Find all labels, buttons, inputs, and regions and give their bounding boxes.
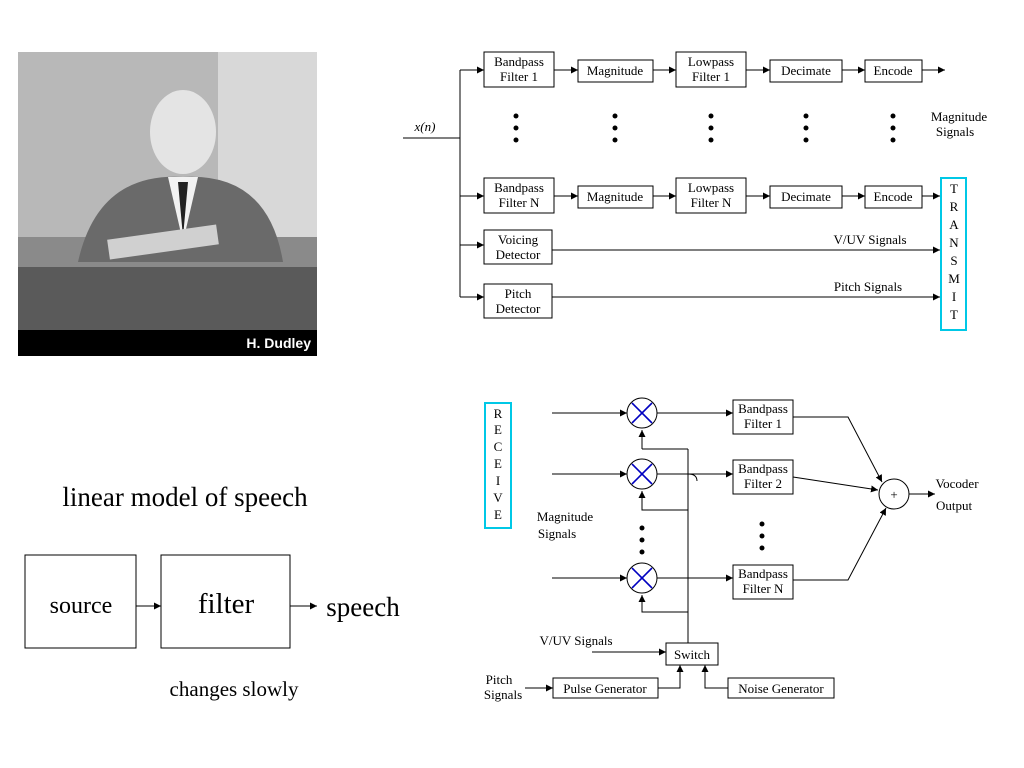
multiplier-icons	[631, 402, 653, 589]
magn-label: Magnitude	[587, 189, 644, 204]
analyzer	[403, 51, 967, 331]
mag-signals-line1: Magnitude	[931, 109, 988, 124]
source-label: source	[50, 593, 113, 619]
svg-text:E: E	[494, 456, 502, 471]
vocoder-output-line1: Vocoder	[935, 476, 979, 491]
dudley-photo: H. Dudley	[18, 52, 317, 356]
encode-1-box	[864, 59, 923, 83]
svg-text:C: C	[494, 439, 503, 454]
bpn-line2: Filter N	[499, 195, 540, 210]
lpn-line1: Lowpass	[688, 180, 734, 195]
decimate-n-box	[769, 185, 843, 209]
decn-label: Decimate	[781, 189, 831, 204]
lp1-line2: Filter 1	[692, 69, 730, 84]
synthesizer	[484, 397, 935, 699]
noise-generator-label: Noise Generator	[738, 681, 824, 696]
sbp1-line1: Bandpass	[738, 401, 788, 416]
pitch-detector-box	[483, 283, 553, 319]
svg-text:A: A	[949, 217, 959, 232]
bp1-line2: Filter 1	[500, 69, 538, 84]
encn-label: Encode	[874, 189, 913, 204]
linear-model	[24, 554, 317, 649]
voicing-detector-box	[483, 229, 553, 265]
synth-pitch-line1: Pitch	[486, 672, 513, 687]
voicing-line2: Detector	[496, 247, 541, 262]
sbp1-line2: Filter 1	[744, 416, 782, 431]
mag-signals-line2: Signals	[936, 124, 974, 139]
summer-plus: +	[890, 487, 897, 502]
filter-label: filter	[198, 588, 255, 620]
sbp2-line2: Filter 2	[744, 476, 782, 491]
filter-box	[160, 554, 291, 649]
synth-vuv-label: V/UV Signals	[539, 633, 612, 648]
svg-text:T: T	[950, 181, 958, 196]
model-title: linear model of speech	[62, 482, 308, 512]
svg-text:E: E	[494, 507, 502, 522]
svg-text:M: M	[948, 271, 960, 286]
source-box	[24, 554, 137, 649]
vuv-label: V/UV Signals	[833, 232, 906, 247]
svg-text:V: V	[493, 490, 503, 505]
transmit-box	[940, 177, 967, 331]
svg-text:R: R	[950, 199, 959, 214]
synth-mag-signals-line1: Magnitude	[537, 509, 594, 524]
encode-n-box	[864, 185, 923, 209]
decimate-1-box	[769, 59, 843, 83]
pitch-line1: Pitch	[505, 286, 532, 301]
input-label: x(n)	[414, 119, 436, 134]
switch-label: Switch	[674, 647, 711, 662]
svg-text:I: I	[496, 473, 500, 488]
sbpn-line1: Bandpass	[738, 566, 788, 581]
vocoder-output-line2: Output	[936, 498, 973, 513]
pitch-line2: Detector	[496, 301, 541, 316]
svg-text:T: T	[950, 307, 958, 322]
sbp2-line1: Bandpass	[738, 461, 788, 476]
bp1-line1: Bandpass	[494, 54, 544, 69]
synth-pitch-line2: Signals	[484, 687, 522, 702]
receive-box	[484, 402, 512, 529]
speech-label: speech	[326, 592, 400, 622]
changes-slowly-note: changes slowly	[170, 677, 299, 701]
svg-text:I: I	[952, 289, 956, 304]
photo-caption: H. Dudley	[18, 330, 317, 356]
magnitude-n-box	[577, 185, 654, 209]
pitch-signals-label: Pitch Signals	[834, 279, 902, 294]
svg-text:S: S	[950, 253, 957, 268]
dec1-label: Decimate	[781, 63, 831, 78]
bpn-line1: Bandpass	[494, 180, 544, 195]
synth-ellipsis	[639, 521, 765, 555]
voicing-line1: Voicing	[498, 232, 539, 247]
portrait-image	[18, 52, 317, 356]
pulse-generator-label: Pulse Generator	[563, 681, 647, 696]
sbpn-line2: Filter N	[743, 581, 784, 596]
analyzer-ellipsis	[513, 113, 896, 143]
transmit-letters: T R A N S M I T	[948, 181, 960, 322]
lpn-line2: Filter N	[691, 195, 732, 210]
svg-text:N: N	[949, 235, 959, 250]
svg-text:E: E	[494, 422, 502, 437]
synth-mag-signals-line2: Signals	[538, 526, 576, 541]
svg-text:R: R	[494, 406, 503, 421]
enc1-label: Encode	[874, 63, 913, 78]
lp1-line1: Lowpass	[688, 54, 734, 69]
magnitude-1-box	[577, 59, 654, 83]
switch-box	[665, 642, 719, 666]
synth-bandpass-n-box	[732, 564, 794, 600]
receive-letters: R E C E I V E	[493, 406, 503, 522]
mag1-label: Magnitude	[587, 63, 644, 78]
